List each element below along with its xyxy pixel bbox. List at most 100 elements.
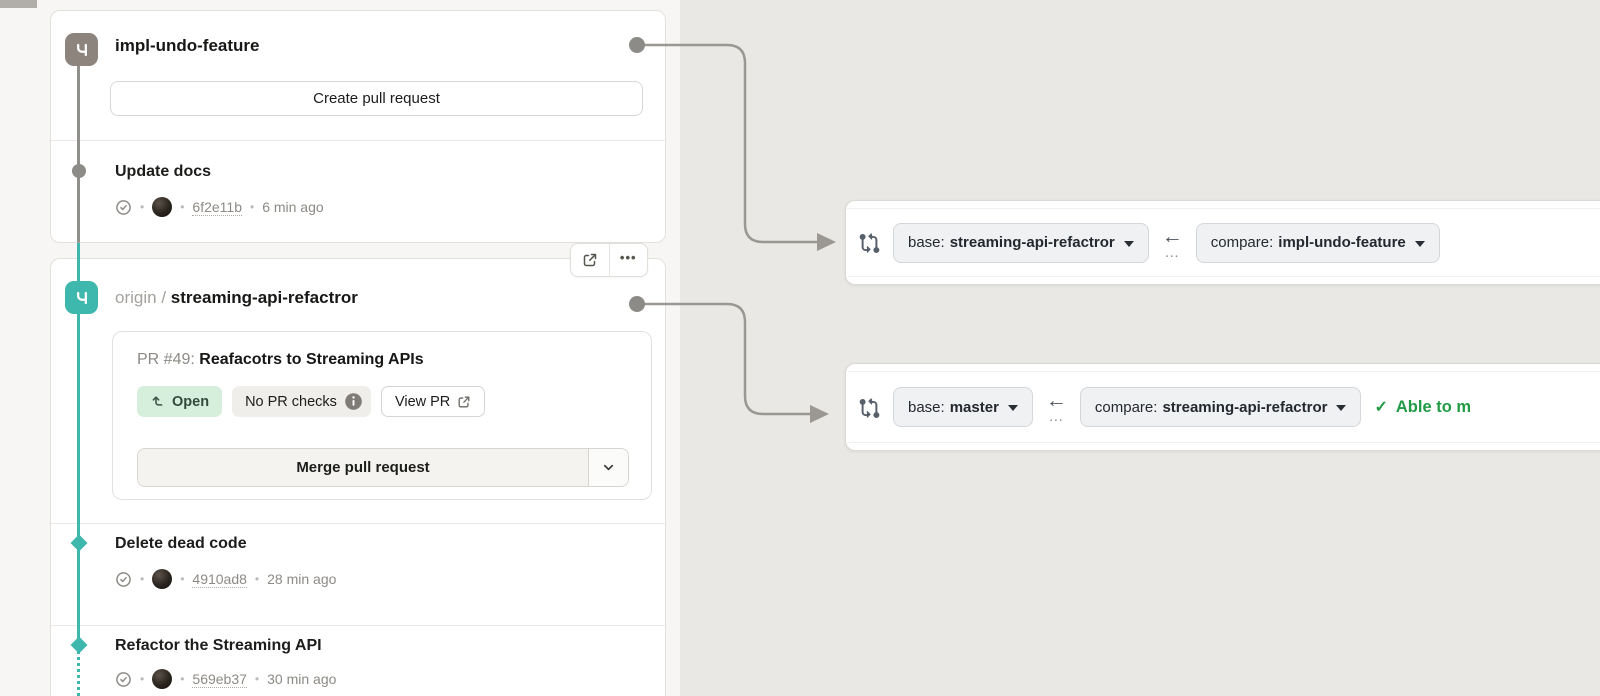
commit-hash-link[interactable]: 4910ad8 xyxy=(192,570,247,588)
merge-split-button: Merge pull request xyxy=(137,448,629,487)
compare-bar-1: base: streaming-api-refactror ← … compar… xyxy=(845,200,1600,285)
caret-down-icon xyxy=(1414,240,1425,247)
base-branch-dropdown[interactable]: base: streaming-api-refactror xyxy=(893,222,1149,263)
pr-number: PR #49: xyxy=(137,351,195,368)
divider xyxy=(51,625,665,626)
author-avatar xyxy=(152,197,173,217)
git-compare-icon xyxy=(859,232,880,253)
pull-request-card: PR #49: Reafacotrs to Streaming APIs Ope… xyxy=(112,331,652,500)
external-link-icon xyxy=(583,253,596,267)
check-icon: ✓ xyxy=(1374,399,1388,416)
caret-down-icon xyxy=(1336,405,1347,411)
branch-name: streaming-api-refactror xyxy=(170,288,358,307)
divider xyxy=(51,523,665,524)
dot-separator: • xyxy=(140,200,145,214)
graph-line-remote xyxy=(77,243,80,647)
pr-checks-badge: No PR checks xyxy=(232,386,371,417)
graph-line-local xyxy=(77,58,80,243)
pr-title-line: PR #49: Reafacotrs to Streaming APIs xyxy=(137,349,424,370)
base-prefix: base: xyxy=(908,398,945,416)
commit-dot-update-docs xyxy=(72,164,86,178)
branch-card-streaming-api-refactror: origin / streaming-api-refactror PR #49:… xyxy=(50,258,666,696)
left-arrow-icon: ← xyxy=(1045,389,1067,412)
base-branch-name: master xyxy=(949,398,999,416)
git-branch-icon xyxy=(76,291,87,304)
dot-separator: • xyxy=(254,572,260,586)
remote-name: origin xyxy=(115,288,157,307)
chevron-down-icon xyxy=(603,464,614,471)
pr-status-badge: Open xyxy=(137,386,223,417)
commit-status-check-icon xyxy=(116,571,131,587)
commit-meta-row: • • 6f2e11b • 6 min ago xyxy=(115,197,324,217)
compare-branch-name: streaming-api-refactror xyxy=(1162,398,1328,416)
divider xyxy=(51,140,665,141)
commit-title[interactable]: Delete dead code xyxy=(115,535,247,552)
panel-top-shade xyxy=(0,0,37,8)
dot-separator: • xyxy=(140,672,145,686)
commit-meta-row: • • 569eb37 • 30 min ago xyxy=(115,669,336,689)
commit-meta-row: • • 4910ad8 • 28 min ago xyxy=(115,569,336,589)
pr-status-label: Open xyxy=(172,393,210,410)
compare-branch-dropdown[interactable]: compare: streaming-api-refactror xyxy=(1079,387,1362,427)
view-pr-button[interactable]: View PR xyxy=(380,386,486,417)
arrowhead xyxy=(817,233,836,251)
caret-down-icon xyxy=(1007,405,1018,411)
commit-time: 6 min ago xyxy=(262,199,324,215)
info-icon[interactable] xyxy=(344,392,363,411)
author-avatar xyxy=(152,669,173,689)
git-branch-icon xyxy=(76,43,87,56)
dot-separator: • xyxy=(180,672,185,686)
compare-direction: ← … xyxy=(1046,390,1067,424)
branch-actions-group: ••• xyxy=(570,243,648,277)
left-arrow-icon: ← xyxy=(1161,224,1183,248)
create-pull-request-button[interactable]: Create pull request xyxy=(110,81,643,116)
pr-checks-label: No PR checks xyxy=(245,393,337,410)
base-branch-name: streaming-api-refactror xyxy=(949,234,1115,251)
compare-branch-name: impl-undo-feature xyxy=(1278,234,1406,251)
commit-title[interactable]: Update docs xyxy=(115,163,212,180)
merge-ability-status: ✓ Able to m xyxy=(1374,397,1471,417)
branch-header[interactable]: origin / streaming-api-refactror xyxy=(115,287,358,309)
dots-icon: … xyxy=(1164,243,1181,261)
commit-title[interactable]: Refactor the Streaming API xyxy=(115,637,322,654)
dot-separator: • xyxy=(140,572,145,586)
branch-icon-local xyxy=(65,33,98,66)
dot-separator: • xyxy=(254,672,260,686)
base-prefix: base: xyxy=(908,234,945,251)
caret-down-icon xyxy=(1123,240,1134,247)
compare-bar-2: base: master ← … compare: streaming-api-… xyxy=(845,363,1600,451)
compare-branch-dropdown[interactable]: compare: impl-undo-feature xyxy=(1195,222,1440,263)
more-options-button[interactable]: ••• xyxy=(608,244,648,276)
dot-separator: • xyxy=(180,572,185,586)
base-branch-dropdown[interactable]: base: master xyxy=(893,387,1033,427)
compare-direction: ← … xyxy=(1162,226,1183,260)
merge-options-dropdown[interactable] xyxy=(588,449,628,486)
commit-hash-link[interactable]: 569eb37 xyxy=(192,670,247,688)
external-link-icon xyxy=(458,396,470,407)
compare-prefix: compare: xyxy=(1094,398,1158,416)
pr-title: Reafacotrs to Streaming APIs xyxy=(199,351,424,368)
merge-ability-label: Able to m xyxy=(1395,397,1472,416)
ellipsis-icon: ••• xyxy=(619,249,637,265)
branch-name[interactable]: impl-undo-feature xyxy=(115,36,260,55)
branch-icon-remote xyxy=(65,281,98,314)
open-external-button[interactable] xyxy=(571,244,609,276)
dots-icon: … xyxy=(1048,408,1065,425)
commit-time: 30 min ago xyxy=(267,671,337,687)
git-compare-icon xyxy=(859,397,880,418)
view-pr-label: View PR xyxy=(394,393,451,410)
branch-card-impl-undo-feature: impl-undo-feature Create pull request Up… xyxy=(50,10,666,243)
author-avatar xyxy=(152,569,173,589)
dot-separator: • xyxy=(249,200,255,214)
arrowhead xyxy=(810,405,829,423)
dot-separator: • xyxy=(180,200,185,214)
commit-time: 28 min ago xyxy=(267,571,337,587)
pr-open-icon xyxy=(152,396,163,406)
graph-line-dotted xyxy=(77,651,80,696)
connector-dot-streaming-api xyxy=(629,296,645,312)
pr-badges-row: Open No PR checks View PR xyxy=(137,386,486,417)
commit-hash-link[interactable]: 6f2e11b xyxy=(192,198,242,216)
path-separator: / xyxy=(161,288,167,307)
connector-dot-impl-undo-feature xyxy=(629,37,645,53)
merge-pull-request-button[interactable]: Merge pull request xyxy=(138,449,588,486)
